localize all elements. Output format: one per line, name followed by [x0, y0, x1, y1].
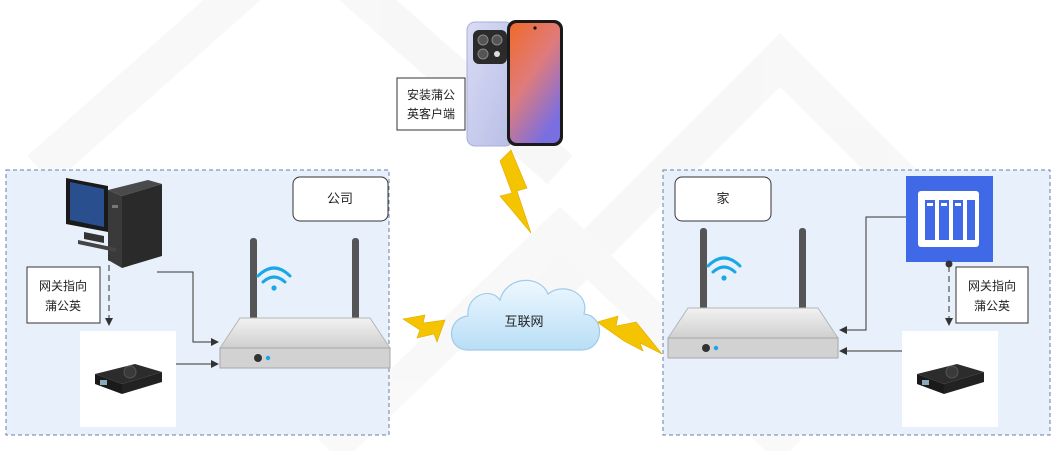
home-gateway-note	[955, 266, 1029, 324]
office-label: 公司	[327, 192, 353, 207]
router-icon-home	[667, 228, 839, 359]
office-pc-to-router	[157, 271, 219, 346]
router-icon-office	[219, 238, 391, 369]
pgy-box-icon-home	[917, 364, 984, 394]
pgy-box-icon-office	[95, 364, 162, 394]
lightning-icon-left	[402, 314, 446, 343]
wifi-icon-office	[256, 266, 292, 291]
nas-connector-dot	[945, 260, 953, 268]
home-label: 家	[716, 191, 729, 207]
phone-note-line1: 安装蒲公	[407, 87, 455, 102]
cloud-icon	[451, 279, 601, 351]
smartphone-icon	[466, 20, 563, 147]
office-gateway-line2: 蒲公英	[45, 299, 81, 313]
nas-icon	[906, 176, 993, 262]
home-gateway-line2: 蒲公英	[974, 299, 1010, 313]
home-label-box	[674, 176, 772, 222]
home-nas-to-router	[839, 216, 906, 334]
lightning-icon-phone	[499, 149, 532, 234]
office-label-box	[292, 176, 389, 222]
wifi-icon-home	[706, 256, 742, 281]
lightning-icon-right	[596, 315, 663, 355]
internet-label: 互联网	[504, 315, 543, 330]
office-gateway-note	[26, 266, 101, 324]
phone-note-box	[396, 77, 466, 131]
phone-note-line2: 英客户端	[407, 106, 455, 121]
home-gateway-line1: 网关指向	[968, 278, 1016, 293]
desktop-computer-icon	[66, 178, 162, 268]
office-gateway-line1: 网关指向	[39, 278, 87, 293]
